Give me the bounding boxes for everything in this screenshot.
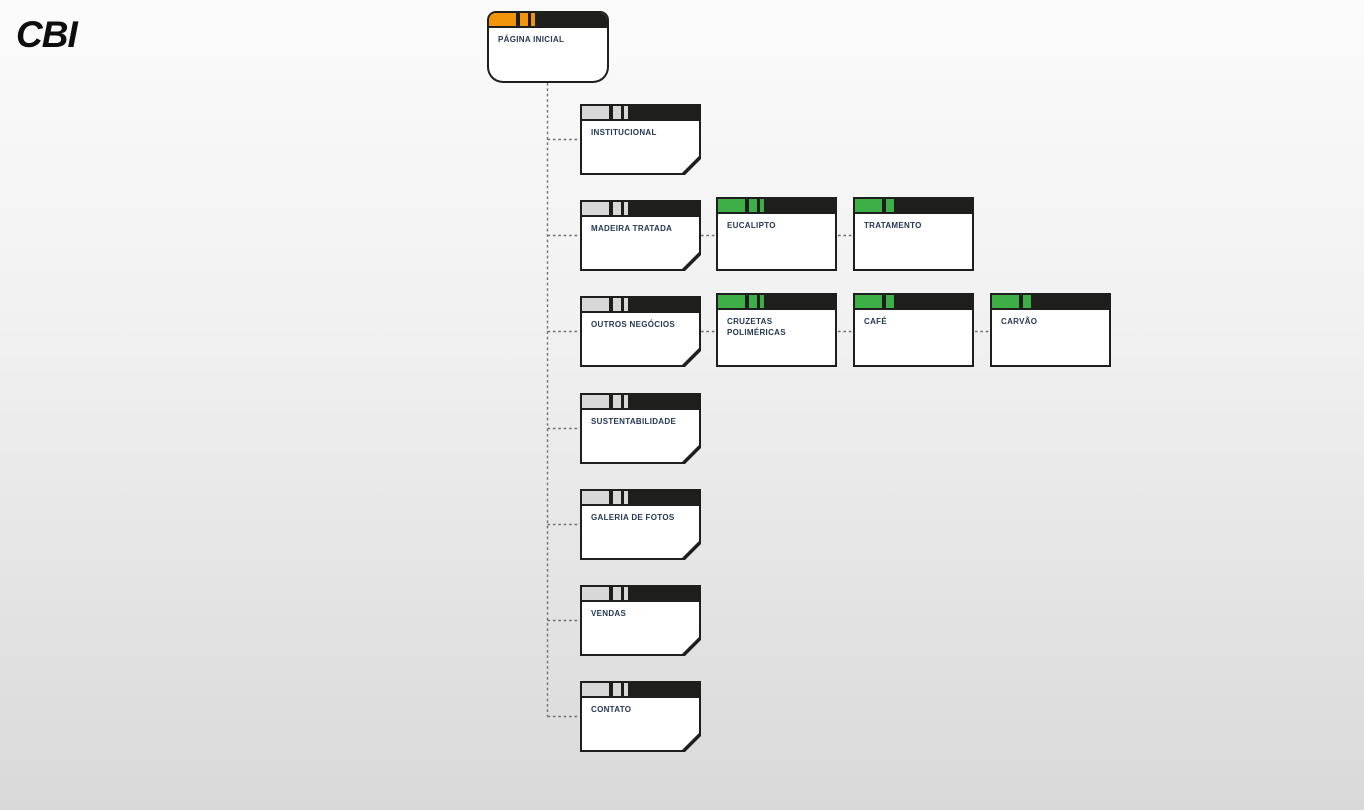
node-label: MADEIRA TRATADA	[591, 224, 673, 233]
header-accent-stripe	[624, 587, 628, 600]
node-header	[582, 491, 699, 506]
node-header	[582, 298, 699, 313]
header-accent-wide	[718, 295, 745, 308]
header-accent-stripe	[613, 491, 621, 504]
node-card: CRUZETAS POLIMÉRICAS	[718, 295, 835, 365]
sitemap-node-cafe[interactable]: CAFÉ	[853, 293, 974, 367]
header-accent-stripe	[1023, 295, 1031, 308]
node-header	[718, 295, 835, 310]
sitemap-node-madeira-tratada[interactable]: MADEIRA TRATADA	[580, 200, 701, 271]
node-header	[582, 106, 699, 121]
node-header	[855, 199, 972, 214]
header-accent-wide	[855, 199, 882, 212]
header-accent-wide	[582, 683, 609, 696]
node-label: PÁGINA INICIAL	[498, 35, 565, 44]
header-accent-wide	[992, 295, 1019, 308]
node-card: SUSTENTABILIDADE	[582, 395, 699, 462]
node-label: CARVÃO	[1001, 317, 1038, 326]
header-accent-stripe	[749, 295, 757, 308]
sitemap-node-pagina-inicial[interactable]: PÁGINA INICIAL	[487, 11, 609, 83]
node-label: CONTATO	[591, 705, 632, 714]
node-header	[582, 395, 699, 410]
header-accent-stripe	[613, 587, 621, 600]
sitemap-node-institucional[interactable]: INSTITUCIONAL	[580, 104, 701, 175]
header-accent-stripe	[624, 491, 628, 504]
header-accent-stripe	[624, 395, 628, 408]
header-accent-wide	[582, 106, 609, 119]
node-label: VENDAS	[591, 609, 627, 618]
node-card: OUTROS NEGÓCIOS	[582, 298, 699, 365]
node-header	[489, 13, 607, 28]
header-accent-stripe	[613, 395, 621, 408]
node-card: VENDAS	[582, 587, 699, 654]
node-header	[582, 202, 699, 217]
sitemap-node-vendas[interactable]: VENDAS	[580, 585, 701, 656]
header-accent-stripe	[613, 298, 621, 311]
header-accent-stripe	[624, 202, 628, 215]
node-card: CARVÃO	[992, 295, 1109, 365]
header-accent-stripe	[613, 106, 621, 119]
header-accent-stripe	[624, 298, 628, 311]
header-accent-stripe	[749, 199, 757, 212]
node-label: CAFÉ	[864, 317, 887, 326]
header-accent-stripe	[886, 295, 894, 308]
node-card: INSTITUCIONAL	[582, 106, 699, 173]
node-label: CRUZETAS POLIMÉRICAS	[727, 317, 786, 337]
header-accent-stripe	[624, 683, 628, 696]
node-label: INSTITUCIONAL	[591, 128, 657, 137]
header-accent-stripe	[760, 295, 764, 308]
node-label: TRATAMENTO	[864, 221, 922, 230]
header-accent-wide	[582, 202, 609, 215]
sitemap-node-tratamento[interactable]: TRATAMENTO	[853, 197, 974, 271]
node-card: CAFÉ	[855, 295, 972, 365]
header-accent-stripe	[886, 199, 894, 212]
header-accent-stripe	[624, 106, 628, 119]
node-card: TRATAMENTO	[855, 199, 972, 269]
header-accent-stripe	[520, 13, 528, 26]
sitemap-node-outros-negocios[interactable]: OUTROS NEGÓCIOS	[580, 296, 701, 367]
node-card: MADEIRA TRATADA	[582, 202, 699, 269]
node-card: PÁGINA INICIAL	[489, 13, 607, 81]
node-header	[718, 199, 835, 214]
node-card: EUCALIPTO	[718, 199, 835, 269]
header-accent-stripe	[613, 683, 621, 696]
header-accent-wide	[855, 295, 882, 308]
header-accent-wide	[582, 298, 609, 311]
node-label: OUTROS NEGÓCIOS	[591, 320, 676, 329]
node-card: GALERIA DE FOTOS	[582, 491, 699, 558]
header-accent-stripe	[531, 13, 535, 26]
node-label: EUCALIPTO	[727, 221, 776, 230]
sitemap-node-galeria-de-fotos[interactable]: GALERIA DE FOTOS	[580, 489, 701, 560]
header-accent-wide	[582, 587, 609, 600]
node-header	[582, 683, 699, 698]
node-card: CONTATO	[582, 683, 699, 750]
node-header	[992, 295, 1109, 310]
node-header	[855, 295, 972, 310]
header-accent-wide	[718, 199, 745, 212]
node-label: SUSTENTABILIDADE	[591, 417, 677, 426]
header-accent-wide	[582, 491, 609, 504]
header-accent-stripe	[760, 199, 764, 212]
header-accent-stripe	[613, 202, 621, 215]
sitemap-node-eucalipto[interactable]: EUCALIPTO	[716, 197, 837, 271]
sitemap-node-cruzetas-polimericas[interactable]: CRUZETAS POLIMÉRICAS	[716, 293, 837, 367]
header-accent-wide	[489, 13, 516, 26]
sitemap-node-carvao[interactable]: CARVÃO	[990, 293, 1111, 367]
sitemap-node-sustentabilidade[interactable]: SUSTENTABILIDADE	[580, 393, 701, 464]
brand-logo: CBI	[16, 14, 78, 55]
header-accent-wide	[582, 395, 609, 408]
node-label: GALERIA DE FOTOS	[591, 513, 675, 522]
node-header	[582, 587, 699, 602]
sitemap-node-contato[interactable]: CONTATO	[580, 681, 701, 752]
